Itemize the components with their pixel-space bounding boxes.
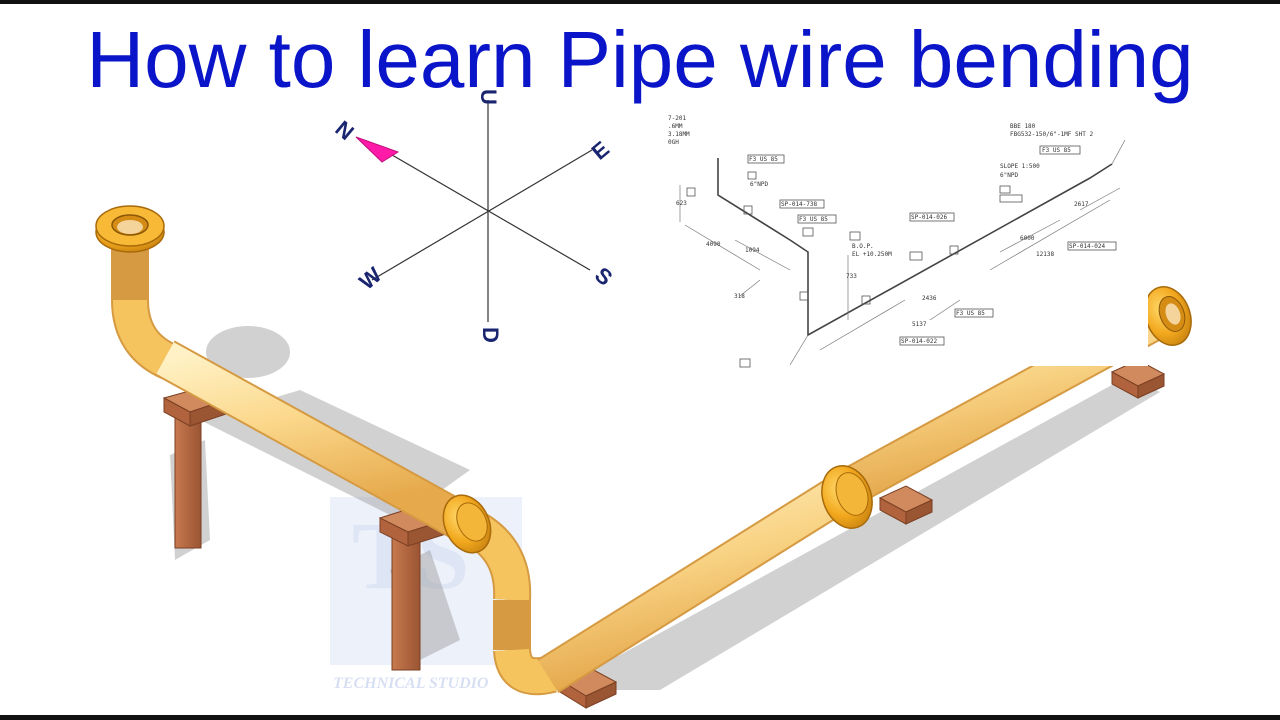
- iso-tag: FBG532-150/6"-1MF SHT 2: [1010, 131, 1093, 138]
- iso-dimension: 733: [846, 273, 857, 280]
- iso-tag: SP-014-738: [781, 201, 818, 208]
- iso-tag: .6MM: [668, 123, 683, 130]
- iso-pipe-lines: [717, 158, 1113, 337]
- iso-tag: F3 US 85: [956, 310, 985, 317]
- iso-dimension: 5137: [912, 321, 927, 328]
- iso-dimension: 6000: [1020, 235, 1035, 242]
- iso-tag: SP-014-022: [901, 338, 938, 345]
- iso-dimension: 2617: [1074, 201, 1089, 208]
- flange-middle: [442, 494, 492, 554]
- iso-tag: 6"NPD: [750, 181, 768, 188]
- iso-tag: SLOPE 1:500: [1000, 163, 1040, 170]
- top-border: [0, 0, 1280, 4]
- flange-right-mid: [821, 465, 873, 529]
- support-bottom: [558, 667, 618, 709]
- flange-top: [95, 205, 165, 253]
- compass-north-south-axis: [379, 147, 591, 271]
- bottom-border: [0, 715, 1280, 720]
- support-middle: [378, 505, 448, 671]
- isometric-drawing: 7-201 .6MM 3.18MM 0GH F3 US 85 6"NPD SP-…: [664, 110, 1148, 368]
- watermark-label: TECHNICAL STUDIO: [333, 675, 489, 692]
- flange-right-end: [1144, 286, 1192, 346]
- isometric-panel: [664, 110, 1148, 366]
- iso-tag: F3 US 85: [1042, 147, 1071, 154]
- iso-tag: 0GH: [668, 139, 679, 146]
- iso-tag: SP-014-024: [1069, 243, 1106, 250]
- iso-dimension: 12138: [1036, 251, 1054, 258]
- page-title: How to learn Pipe wire bending: [86, 15, 1194, 104]
- support-right-2: [1110, 359, 1166, 399]
- iso-tag: 3.18MM: [668, 131, 690, 138]
- compass-label-south: S: [590, 262, 617, 291]
- compass-label-up: U: [476, 89, 501, 105]
- iso-dimension-lines: [679, 139, 1126, 366]
- iso-tag: 6"NPD: [1000, 172, 1018, 179]
- iso-tag: B.O.P.: [852, 243, 874, 250]
- iso-tag: F3 US 85: [749, 156, 778, 163]
- compass-label-down: D: [478, 327, 503, 343]
- compass-rose: U N E W S D: [331, 89, 618, 343]
- iso-tag: EL +10.250M: [852, 251, 892, 258]
- iso-labels: 7-201 .6MM 3.18MM 0GH F3 US 85 6"NPD SP-…: [668, 115, 1106, 345]
- support-right-1: [878, 485, 934, 525]
- iso-dimension: 1094: [745, 247, 760, 254]
- iso-tag: 7-201: [668, 115, 686, 122]
- compass-label-east: E: [587, 136, 614, 165]
- iso-tag: SP-014-026: [911, 214, 948, 221]
- iso-dimension: 2436: [922, 295, 937, 302]
- compass-label-west: W: [354, 262, 386, 295]
- iso-dimension: 4090: [706, 241, 721, 248]
- iso-tag-boxes: [686, 145, 1117, 368]
- iso-dimension: 623: [676, 200, 687, 207]
- iso-tag: BBE 180: [1010, 123, 1036, 130]
- iso-dimension: 318: [734, 293, 745, 300]
- north-arrow-icon: [355, 136, 400, 163]
- compass-east-west-axis: [371, 149, 593, 281]
- iso-tag: F3 US 85: [799, 216, 828, 223]
- compass-label-north: N: [331, 116, 359, 145]
